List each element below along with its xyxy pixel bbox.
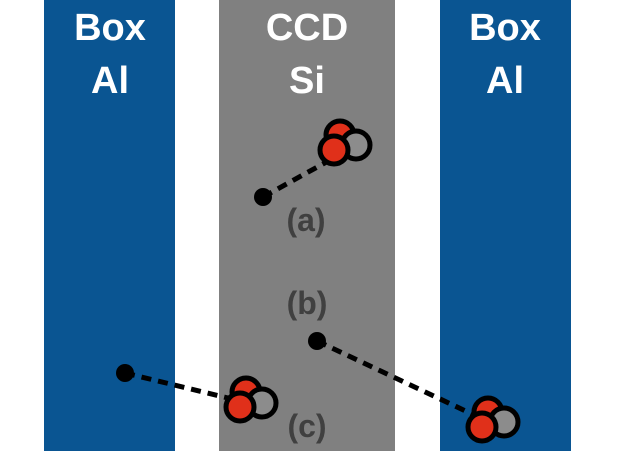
- box-al-right-label-line1: Box: [469, 7, 541, 49]
- event-c-label: (c): [287, 408, 326, 444]
- event-b-label: (b): [287, 285, 328, 321]
- box-al-right-region: [440, 0, 571, 451]
- box-al-left-label-line1: Box: [74, 7, 146, 49]
- nucleus-b-icon: [465, 395, 521, 444]
- ccd-si-label-line1: CCD: [266, 7, 348, 49]
- track-b-dashed-line: [315, 338, 474, 417]
- nucleus-a-icon: [317, 118, 373, 167]
- track-a-dashed-line: [261, 157, 332, 200]
- track-b-start-dot: [308, 332, 326, 350]
- track-c-dashed-line: [124, 370, 229, 401]
- nucleus-c-icon: [223, 375, 279, 424]
- track-a-start-dot: [254, 188, 272, 206]
- box-al-left-region: [44, 0, 175, 451]
- track-c-start-dot: [116, 364, 134, 382]
- event-a-label: (a): [286, 202, 325, 238]
- box-al-left-label-line2: Al: [91, 60, 129, 102]
- ccd-si-label-line2: Si: [289, 60, 325, 102]
- box-al-right-label-line2: Al: [486, 60, 524, 102]
